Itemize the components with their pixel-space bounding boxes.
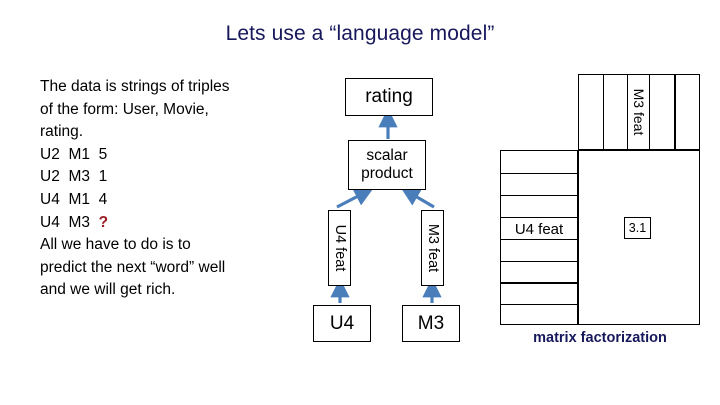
triple-row-1: U2 M1 5 [40,144,305,167]
user-matrix-divider-6 [501,282,577,284]
triple-row-2: U2 M3 1 [40,166,305,189]
movie-matrix-divider-2 [627,75,628,149]
closing-line-3: and we will get rich. [40,281,176,299]
box-user-input[interactable]: U4 [313,305,371,342]
box-user-feature-label: U4 feat [331,224,348,272]
triple-1-user: U2 [40,145,60,163]
user-feature-row-label: U4 feat [514,221,564,238]
triple-1-rating: 5 [98,145,108,163]
arrow-userfeat-to-scalar [336,187,374,209]
box-movie-feature-vector[interactable]: M3 feat [421,210,444,286]
triple-2-rating: 1 [98,168,108,186]
box-scalar-product[interactable]: scalar product [348,140,426,190]
triple-row-4: U4 M3 ? [40,212,305,235]
slide-title: Lets use a “language model” [225,22,495,45]
movie-matrix-divider-1 [603,75,604,149]
body-line-1: The data is strings of triples [40,78,230,95]
closing-line-1: All we have to do is to [40,236,191,254]
user-matrix-divider-2 [501,195,577,196]
user-matrix-divider-7 [501,304,577,305]
triple-row-3: U4 M1 4 [40,189,305,212]
movie-feature-column-label: M3 feat [631,88,647,136]
scalar-product-line-1: scalar [366,147,408,164]
body-text-block: The data is strings of triples of the fo… [40,76,305,302]
user-matrix-divider-5 [501,261,577,262]
triple-4-rating-unknown: ? [98,213,109,231]
box-user-feature-vector[interactable]: U4 feat [328,210,351,286]
scalar-product-line-2: product [361,165,413,182]
box-movie-input[interactable]: M3 [402,305,460,342]
triple-3-movie: M1 [68,190,90,208]
triple-2-movie: M3 [68,168,90,186]
user-matrix-divider-3 [501,217,577,218]
triple-1-movie: M1 [68,145,90,163]
box-rating[interactable]: rating [345,78,433,116]
matrix-factorization-caption: matrix factorization [533,330,667,346]
predicted-rating-cell[interactable]: 3.1 [624,217,651,239]
triple-4-movie: M3 [68,213,90,231]
triple-3-user: U4 [40,190,60,208]
triple-3-rating: 4 [98,190,108,208]
triple-2-user: U2 [40,168,60,186]
body-line-2: of the form: User, Movie, [40,100,209,118]
movie-feature-matrix[interactable]: M3 feat [578,74,700,150]
body-line-3: rating. [40,123,84,141]
user-matrix-divider-4 [501,239,577,240]
arrow-moviefeat-to-scalar [400,187,435,209]
user-feature-matrix[interactable]: U4 feat [500,150,578,325]
movie-matrix-divider-4 [674,75,676,149]
user-matrix-divider-1 [501,173,577,174]
box-movie-feature-label: M3 feat [424,223,441,273]
closing-line-2: predict the next “word” well [40,258,226,276]
triple-4-user: U4 [40,213,60,231]
movie-matrix-divider-3 [649,75,650,149]
